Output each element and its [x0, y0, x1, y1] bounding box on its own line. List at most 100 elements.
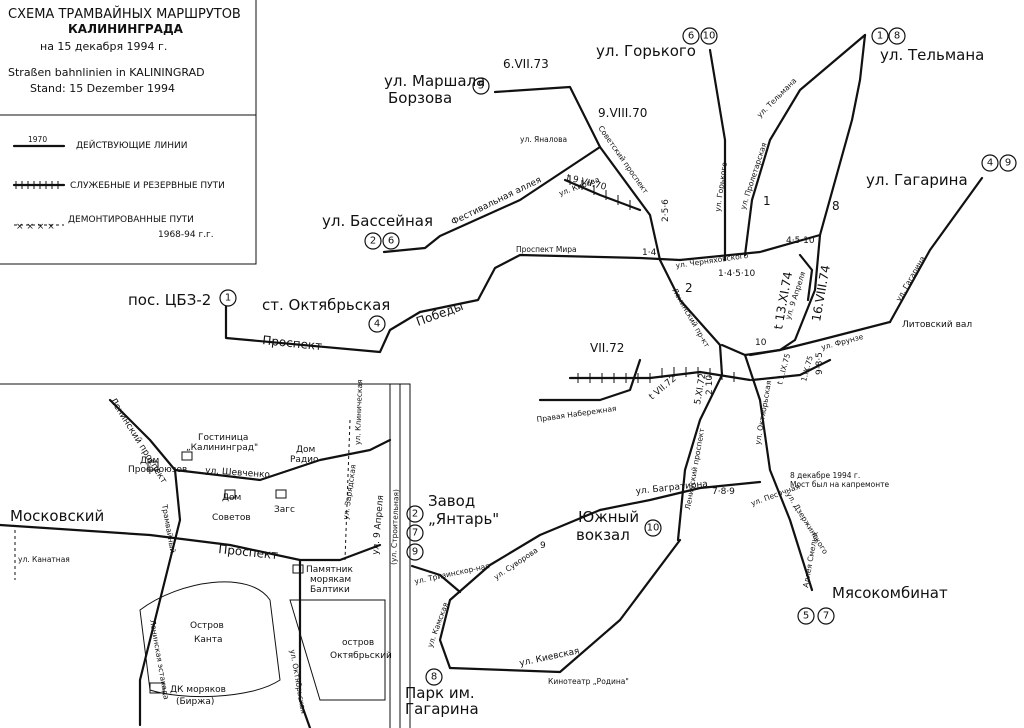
label-myaso: Мясокомбинат [832, 584, 948, 602]
route-circle-9-gagarina [999, 154, 1017, 172]
route-num-210: 2 10 [705, 375, 715, 395]
route-number: 10 [647, 523, 660, 534]
profsoyuzov-marker [147, 461, 159, 471]
inset-island1: Остров [190, 621, 224, 631]
label-gorkogo: ул. Горького [596, 42, 696, 60]
line-kievskaya [448, 538, 682, 674]
service-tracks [538, 175, 814, 402]
zags-marker [275, 489, 287, 499]
legend-dismantled-years: 1968-94 г.г. [158, 230, 214, 240]
route-circle-1-telmana [871, 27, 889, 45]
inset-sovetov1: Дом [222, 493, 241, 503]
route-num-1: 1 [763, 194, 771, 208]
route-number: 6 [388, 236, 394, 247]
inset-aprelya: ул. 9 Апреля [371, 495, 386, 556]
line-borzova [493, 85, 602, 149]
route-number: 5 [478, 81, 484, 92]
legend-year: 1970 [28, 135, 47, 144]
inset-dk1: ДК моряков [170, 685, 226, 695]
route-number: 8 [431, 672, 437, 683]
inset-shevchenko: ул. Шевченко [205, 466, 271, 481]
inset-zaryadskaya: ул. Зарядская [341, 464, 358, 520]
route-number: 9 [1005, 158, 1011, 169]
label-basseinaya: ул. Бассейная [322, 212, 433, 230]
route-num-4510: 4·5·10 [786, 236, 815, 246]
label-tsbz: пос. ЦБЗ-2 [128, 291, 211, 309]
street-kamskaya: ул. Камская [425, 601, 450, 649]
inset-kanatnaya: ул. Канатная [18, 555, 70, 564]
legend-active-label: ДЕЙСТВУЮЩИЕ ЛИНИИ [76, 139, 187, 151]
title-line5: Stand: 15 Dezember 1994 [30, 82, 175, 95]
route-number: 1 [225, 293, 231, 304]
route-number: 7 [412, 528, 418, 539]
street-smelykh: Аллея Смелых [801, 530, 820, 588]
route-circle-2-basseinaya [364, 232, 382, 250]
route-num-14: 1·4 [642, 248, 657, 258]
inset-tramvainy: Трамвайный [160, 503, 178, 554]
street-pravaya: Правая Набережная [536, 404, 617, 424]
line-gorkogo [708, 48, 727, 262]
tram-lines [224, 33, 984, 674]
street-festival: Фестивальная аллея [450, 175, 543, 227]
line-telmana [743, 33, 867, 257]
hotel-marker [181, 451, 193, 461]
label-borzova-2: Борзова [388, 89, 452, 107]
label-vokzal-1: Южный [578, 508, 639, 526]
inset-map: Московский Проспект Ленинский проспект у… [0, 379, 411, 728]
street-mira: Проспект Мира [516, 245, 577, 254]
label-gagarina: ул. Гагарина [866, 171, 968, 189]
route-circle-2-yantar [406, 505, 424, 523]
route-circle-5-borzova [472, 77, 490, 95]
street-pobedy: Победы [414, 299, 465, 329]
route-circle-6-basseinaya [382, 232, 400, 250]
street-cherny: ул. Черняховского [675, 251, 749, 270]
inset-okt-island2: Октябрьский [330, 651, 392, 661]
route-number: 2 [370, 236, 376, 247]
line-frunze [750, 358, 832, 382]
inset-estakada: Ленинская эстакада [148, 619, 171, 701]
label-yantar-1: Завод [428, 492, 475, 510]
label-park-1: Парк им. [405, 684, 475, 702]
inset-hotel1: Гостиница [198, 433, 248, 443]
sovetov-marker [224, 489, 236, 499]
line-tsbz-leninsky [224, 253, 682, 354]
legend: 1970 ДЕЙСТВУЮЩИЕ ЛИНИИ СЛУЖЕБНЫЕ И РЕЗЕР… [12, 135, 225, 240]
route-number: 4 [987, 158, 993, 169]
route-circle-10-vokzal [644, 519, 662, 537]
route-num-8: 8 [832, 199, 840, 213]
line-yantar [410, 564, 462, 594]
route-circle-9-yantar [406, 543, 424, 561]
inset-radio1: Дом [296, 445, 315, 455]
legend-service-label: СЛУЖЕБНЫЕ И РЕЗЕРВНЫЕ ПУТИ [70, 181, 225, 191]
street-kievskaya: ул. Киевская [519, 646, 581, 669]
line-oktyabrskaya [743, 353, 814, 592]
date-t1ix75: t 1.IX.75 [775, 352, 792, 385]
line-suvorova [438, 508, 602, 670]
street-prospekt: Проспект [262, 333, 323, 353]
svg-text:× × × ×: × × × × [16, 222, 55, 232]
legend-dismantled-label: ДЕМОНТИРОВАННЫЕ ПУТИ [68, 215, 194, 225]
route-num-2: 2 [685, 281, 693, 295]
label-rodina: Кинотеатр „Родина" [548, 677, 629, 686]
route-circle-6-gorkogo [682, 27, 700, 45]
route-number: 2 [412, 509, 418, 520]
inset-sovetov2: Советов [212, 513, 251, 523]
route-num-789: 7·8·9 [712, 487, 735, 497]
route-number: 4 [374, 319, 380, 330]
label-park-2: Гагарина [405, 700, 479, 718]
inset-profs2: Профсоюзов [128, 465, 187, 475]
line-telmana-east [818, 33, 867, 237]
route-num-985: 9·8·5 [815, 352, 825, 375]
inset-okt-island1: остров [342, 638, 374, 648]
inset-prospekt: Проспект [218, 542, 279, 562]
route-num-10: 10 [755, 338, 767, 348]
date-borzova: 6.VII.73 [503, 57, 549, 71]
line-center-cross [720, 343, 782, 357]
line-gagarina [888, 176, 984, 324]
route-number: 1 [877, 31, 883, 42]
label-telmana: ул. Тельмана [880, 46, 984, 64]
street-telmana: ул. Тельмана [755, 76, 798, 119]
route-num-14510: 1·4·5·10 [718, 269, 755, 279]
line-center-loop [678, 233, 822, 352]
label-yantar-2: „Янтарь" [428, 510, 499, 528]
